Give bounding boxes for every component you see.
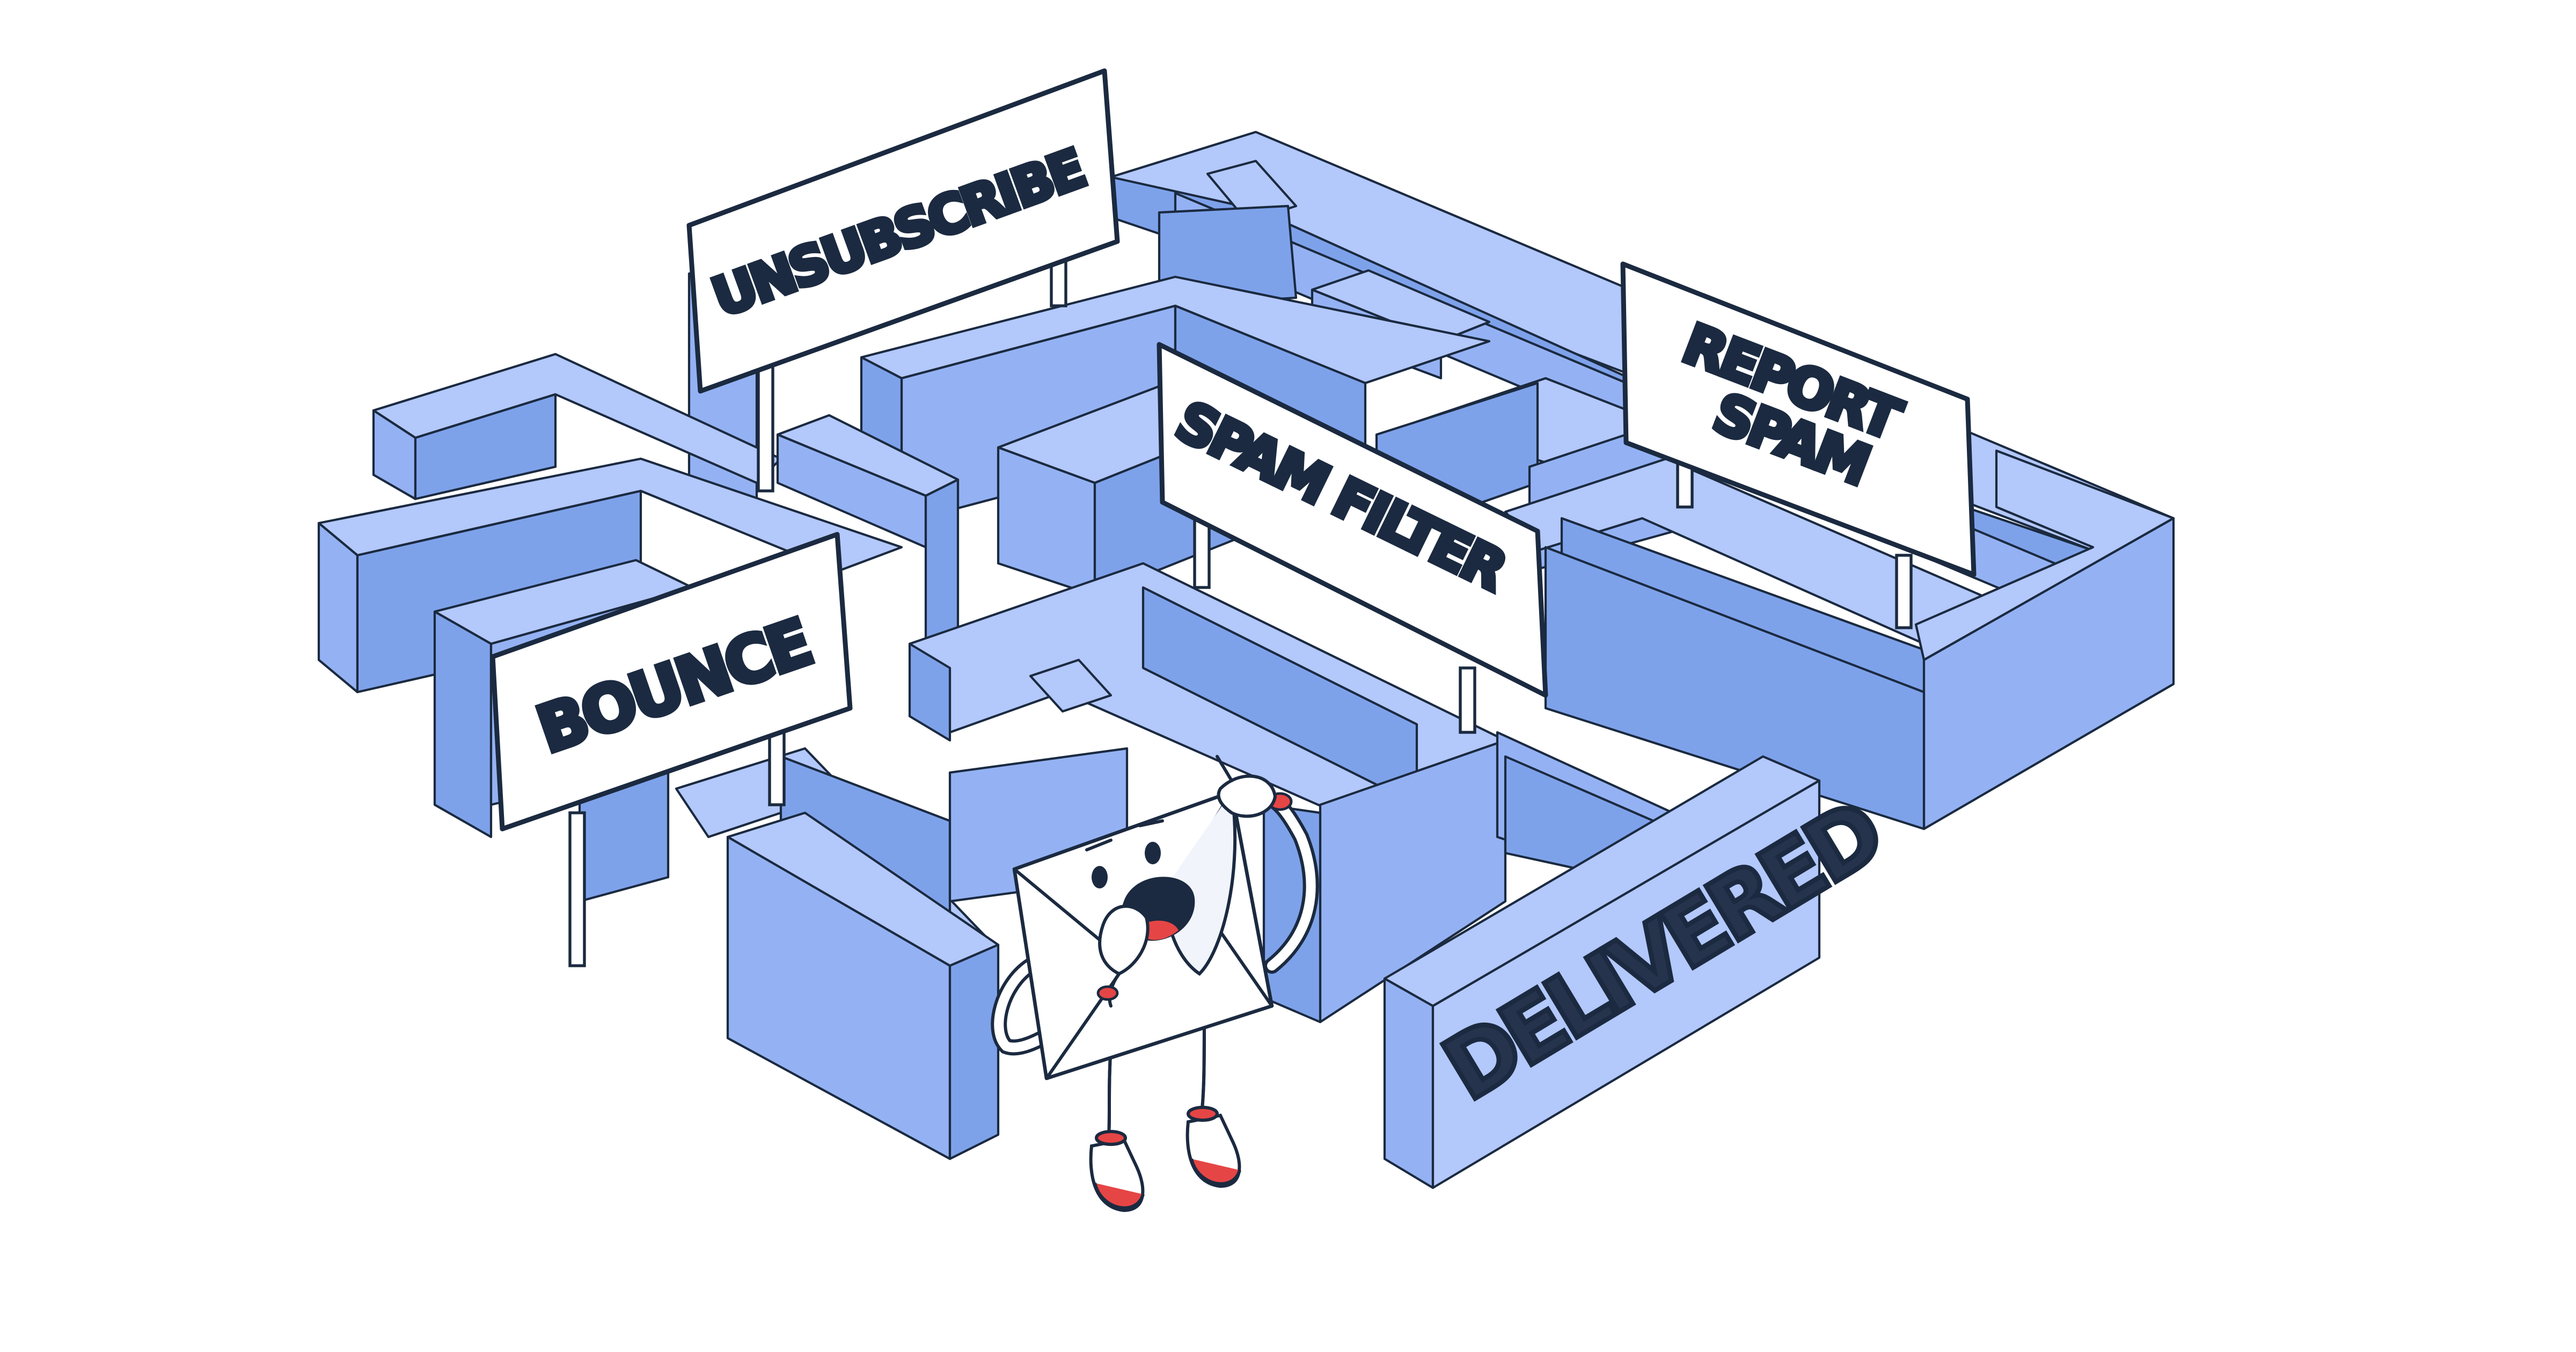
envelope-character-icon xyxy=(991,755,1319,1213)
sign-report-spam: REPORT SPAM xyxy=(1620,261,1977,629)
sign-bounce: BOUNCE xyxy=(490,532,853,967)
maze-front-left-block xyxy=(726,811,1000,1160)
